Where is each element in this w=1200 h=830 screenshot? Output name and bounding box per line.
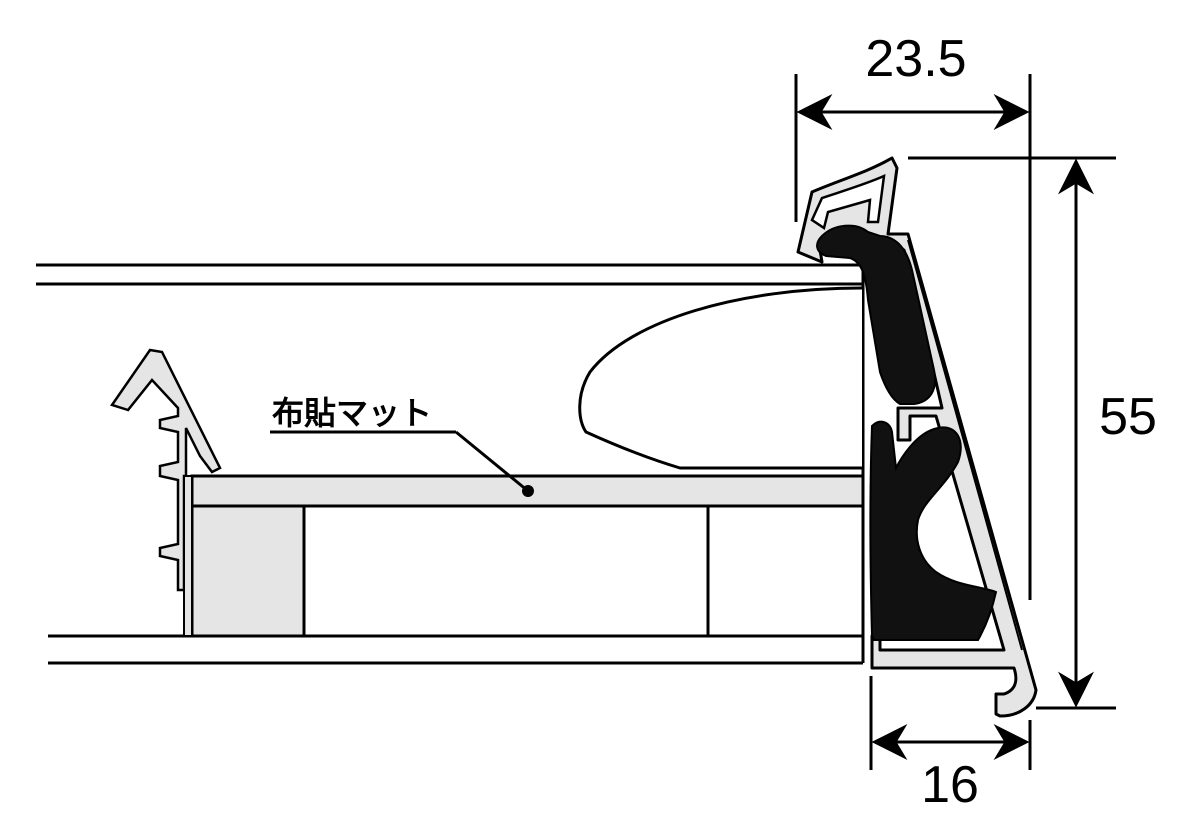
top-panel (36, 263, 865, 286)
lower-gasket (869, 420, 998, 641)
spacer-block-left (190, 504, 306, 638)
curved-support (578, 286, 863, 470)
dimension-top-width-value: 23.5 (865, 30, 966, 88)
bottom-panel (48, 634, 865, 665)
fabric-mat-label: 布貼マット (272, 394, 432, 432)
dimension-bottom-width: 16 (869, 676, 1032, 814)
upper-gasket (816, 224, 936, 405)
dimension-height-value: 55 (1099, 388, 1157, 446)
dimension-height: 55 (908, 156, 1157, 710)
hanging-hook (110, 348, 222, 592)
callout-dot (522, 485, 534, 497)
frame-top-lip (810, 173, 886, 231)
spacer-block-middle (302, 504, 710, 638)
dimension-top-width: 23.5 (794, 30, 1032, 600)
frame-inner-diagonal (907, 239, 1023, 651)
fabric-mat-callout: 布貼マット (270, 394, 534, 497)
hook-back-plate (183, 475, 193, 637)
spacer-block-right (706, 504, 865, 638)
dimension-bottom-width-value: 16 (921, 756, 979, 814)
